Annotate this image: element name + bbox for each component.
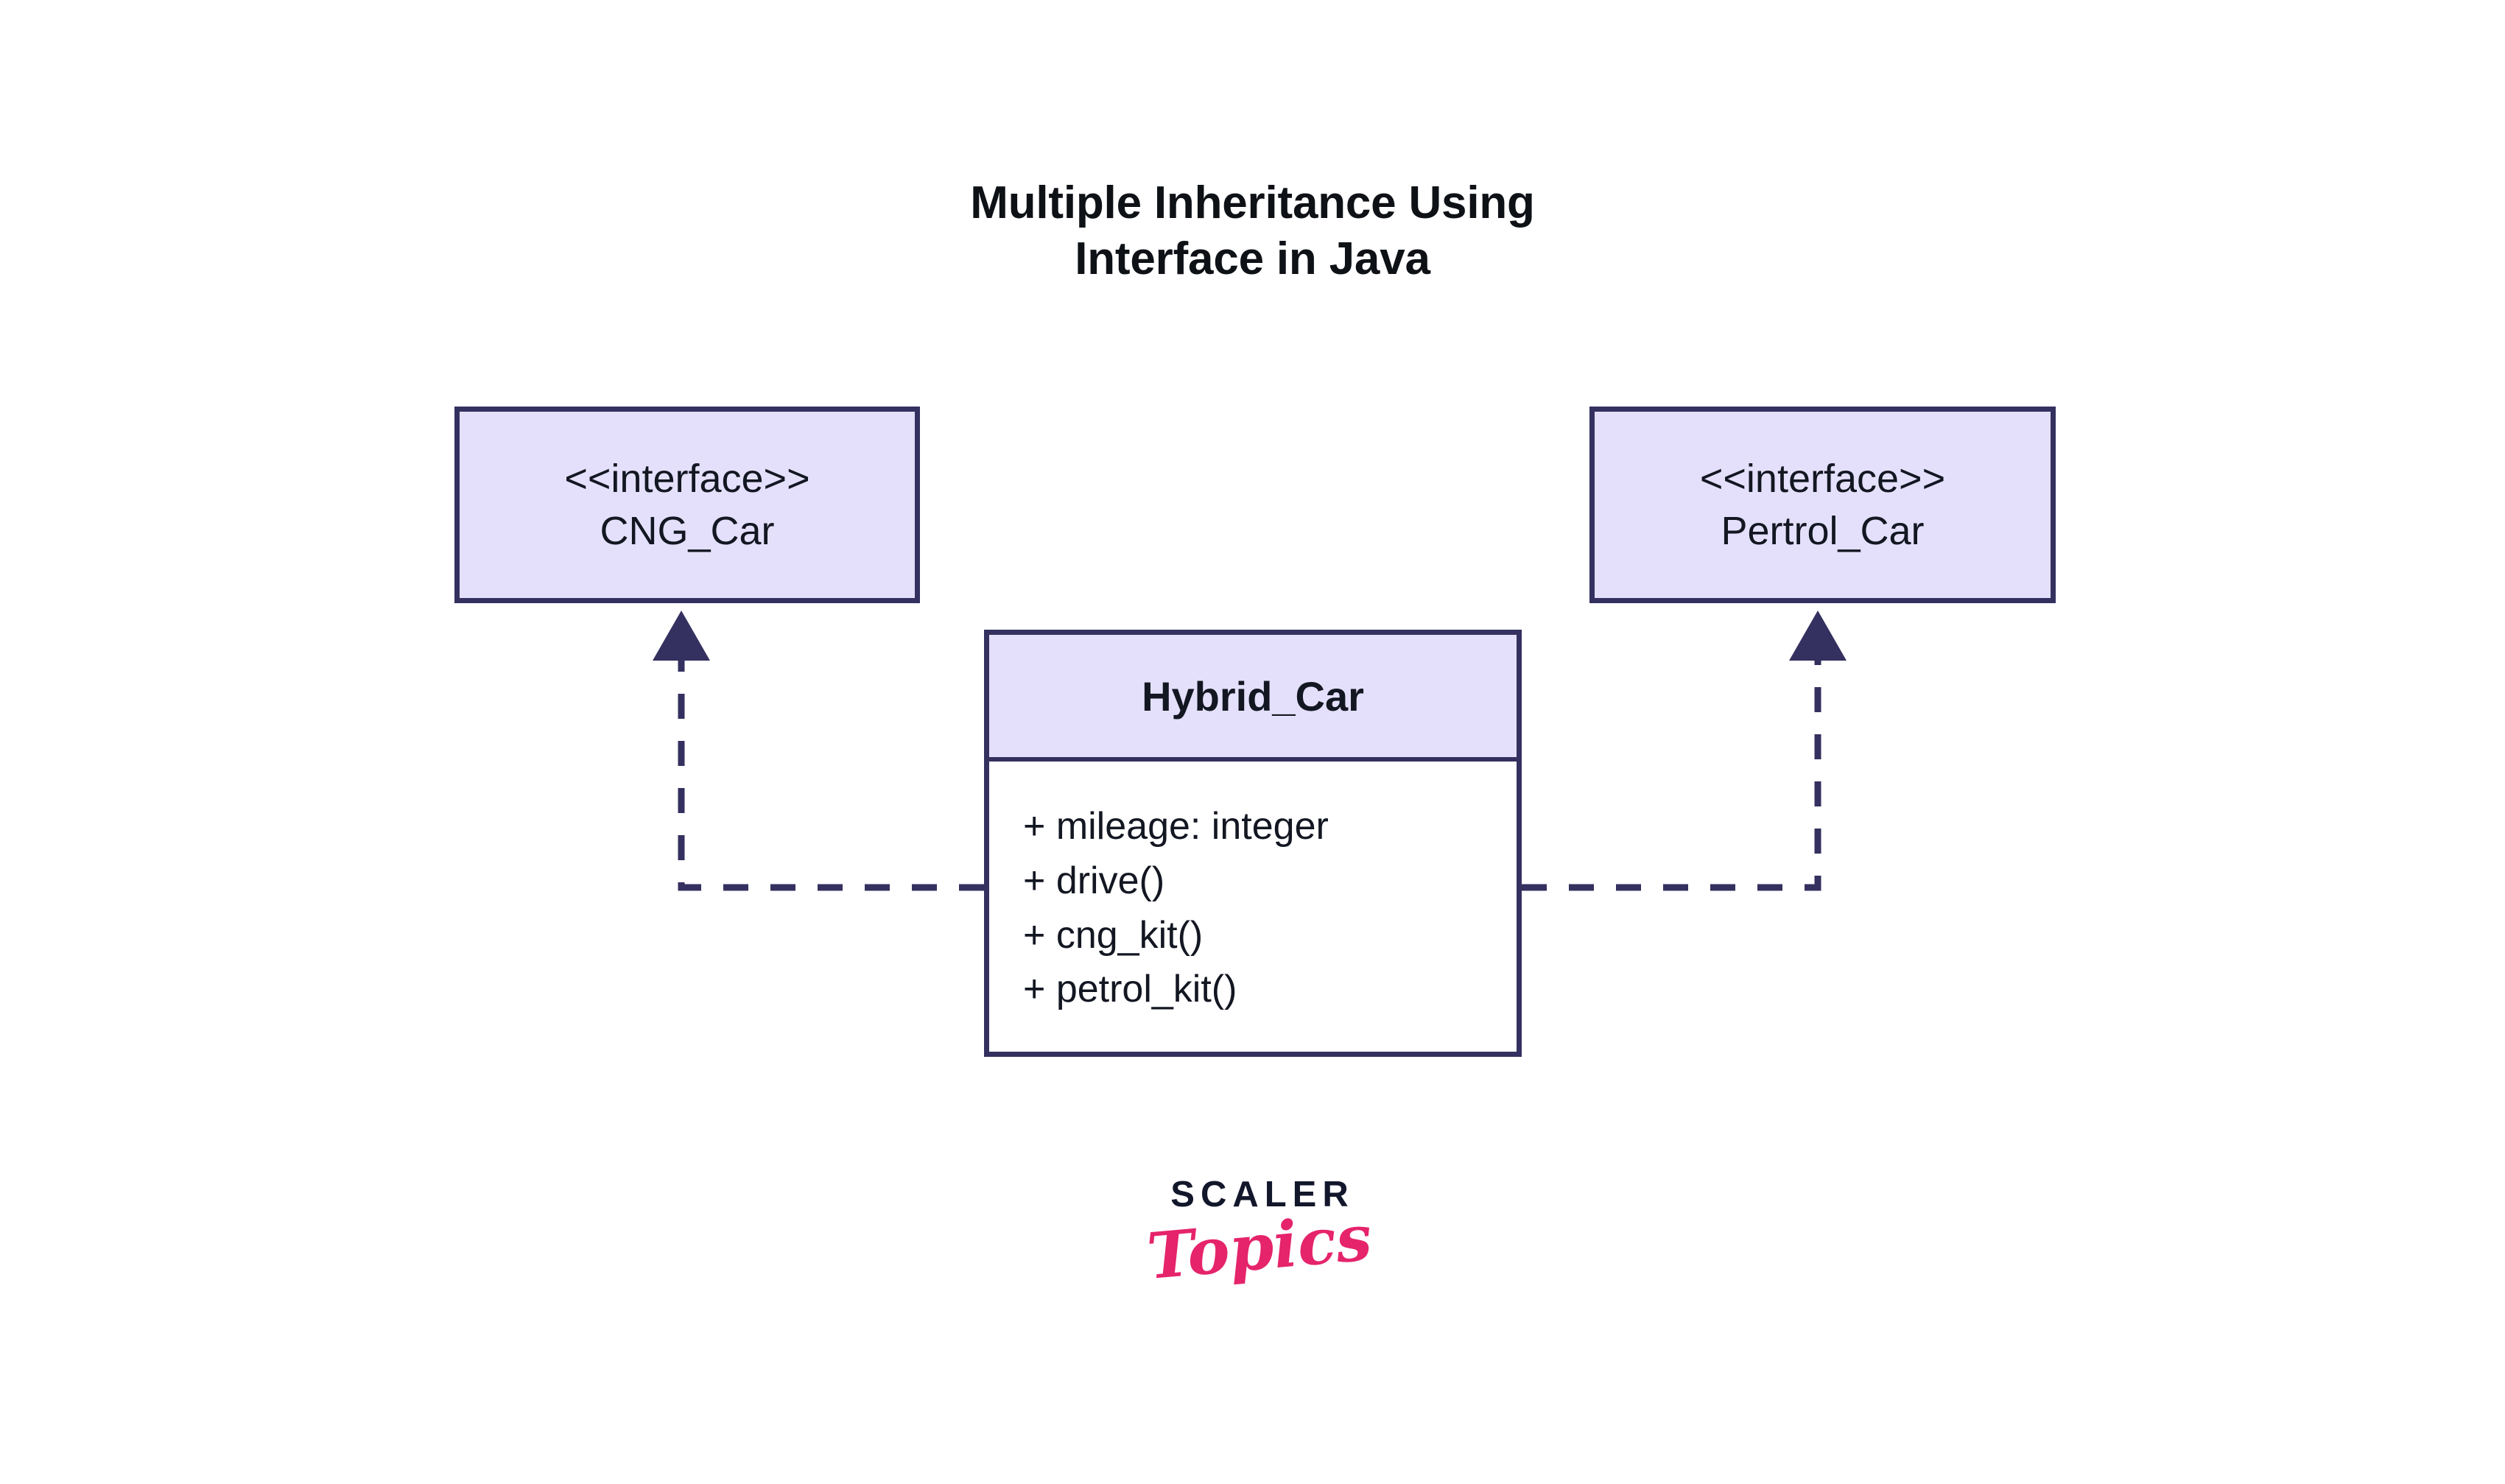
interface-box-petrol-car[interactable]: <<interface>> Pertrol_Car xyxy=(1589,407,2056,603)
realization-arrowhead-cng xyxy=(653,611,710,661)
class-name-hybrid-car: Hybrid_Car xyxy=(1142,672,1364,720)
realization-arrowhead-petrol xyxy=(1789,611,1847,661)
class-member-row: + cng_kit() xyxy=(1023,913,1204,957)
interface-name-petrol-car: Pertrol_Car xyxy=(1721,508,1925,553)
logo-wordmark-topics: Topics xyxy=(1144,1200,1375,1295)
interface-stereotype-petrol-car: <<interface>> xyxy=(1699,457,1946,502)
realization-connector-cng xyxy=(653,611,984,891)
realization-connector-petrol xyxy=(1522,611,1847,891)
realization-line-petrol xyxy=(1522,654,1821,891)
interface-stereotype-cng-car: <<interface>> xyxy=(564,457,810,502)
class-header-hybrid-car: Hybrid_Car xyxy=(989,635,1517,762)
class-member-row: + petrol_kit() xyxy=(1023,968,1237,1011)
scaler-topics-logo: SCALER Topics xyxy=(1127,1175,1392,1295)
interface-box-cng-car[interactable]: <<interface>> CNG_Car xyxy=(454,407,920,603)
class-member-row: + drive() xyxy=(1023,859,1165,902)
page-title-line-1: Multiple Inheritance Using xyxy=(970,177,1535,228)
class-box-hybrid-car[interactable]: Hybrid_Car + mileage: integer + drive() … xyxy=(984,630,1522,1057)
class-members-hybrid-car: + mileage: integer + drive() + cng_kit()… xyxy=(989,762,1517,1052)
page-title: Multiple Inheritance Using Interface in … xyxy=(0,175,2505,286)
interface-name-cng-car: CNG_Car xyxy=(600,508,775,553)
logo-wordmark-scaler: SCALER xyxy=(1170,1175,1355,1214)
realization-line-cng xyxy=(678,654,984,891)
class-member-row: + mileage: integer xyxy=(1023,805,1329,848)
page-title-line-2: Interface in Java xyxy=(1075,233,1430,284)
